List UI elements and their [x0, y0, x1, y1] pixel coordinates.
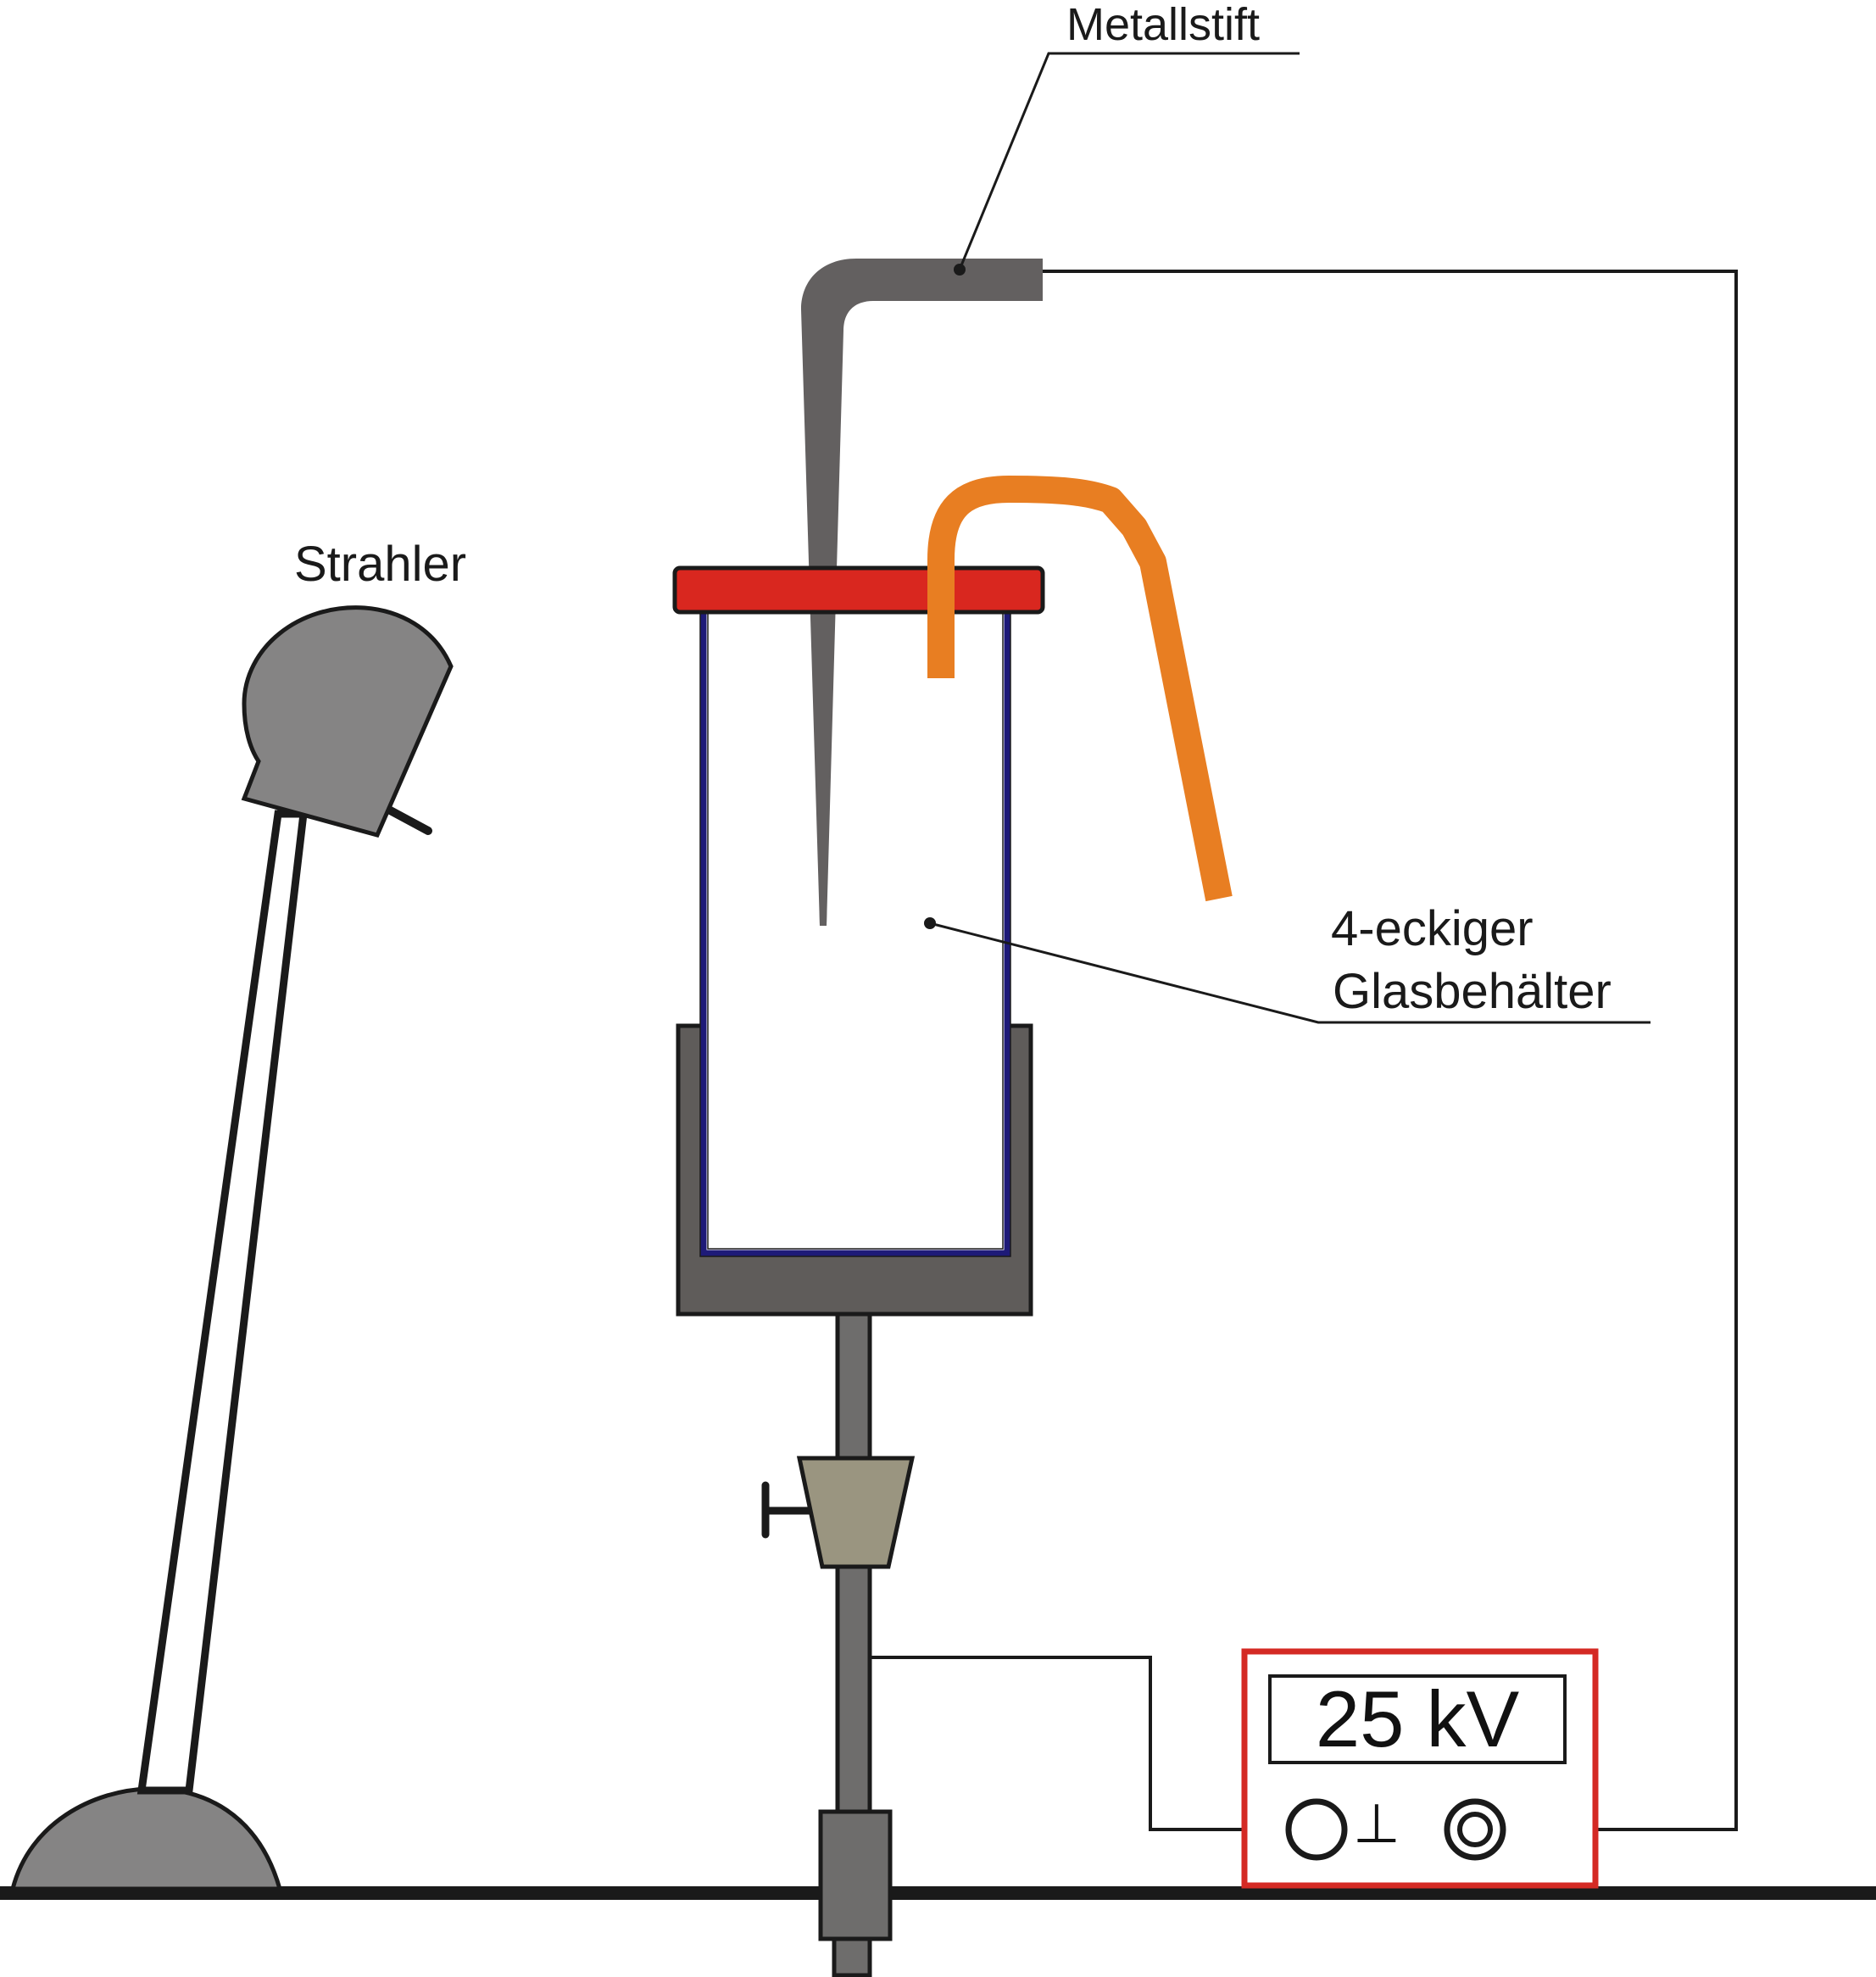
label-glasbehaelter-line2: Glasbehälter — [1333, 964, 1612, 1019]
leader-dot-metallstift — [954, 264, 966, 276]
floor-line — [0, 1886, 1876, 1900]
stand — [818, 1312, 893, 1977]
container-lid — [672, 565, 1045, 615]
label-metallstift: Metallstift — [1066, 0, 1261, 50]
clamp-body — [796, 1456, 916, 1569]
label-strahler: Strahler — [294, 537, 467, 592]
terminal-ground-icon — [1285, 1798, 1348, 1861]
lamp-arm — [136, 810, 309, 1795]
tube-icon — [927, 476, 1233, 902]
stand-rod-lower — [835, 1562, 872, 1817]
tube — [927, 476, 1233, 902]
ground-symbol: ⊥ — [1353, 1793, 1400, 1856]
leader-lines — [924, 52, 1651, 1024]
leader-dot-glasbehaelter — [924, 917, 936, 929]
power-supply-display — [1268, 1674, 1567, 1764]
leader-metallstift — [958, 52, 1300, 270]
stand-sleeve — [818, 1809, 893, 1941]
wire-stand-to-supply — [871, 1656, 1289, 1831]
lamp-housing — [241, 605, 454, 838]
power-supply — [1241, 1648, 1599, 1889]
terminal-hv-inner — [1457, 1812, 1493, 1847]
wires — [871, 270, 1738, 1831]
lamp-base — [9, 1786, 283, 1891]
stand-rod-upper — [835, 1312, 872, 1461]
stand-foot-bottom — [832, 1935, 872, 1977]
clamp-icon — [761, 1456, 916, 1569]
container-holder — [676, 1023, 1033, 1317]
metal-pin-tip — [816, 610, 831, 926]
label-glasbehaelter-line1: 4-eckiger — [1331, 901, 1534, 956]
voltage-display-text: 25 kV — [1315, 1674, 1520, 1763]
wire-pin-to-supply — [1043, 270, 1738, 1831]
leader-glasbehaelter — [929, 922, 1651, 1024]
lamp-icon — [9, 605, 454, 1891]
